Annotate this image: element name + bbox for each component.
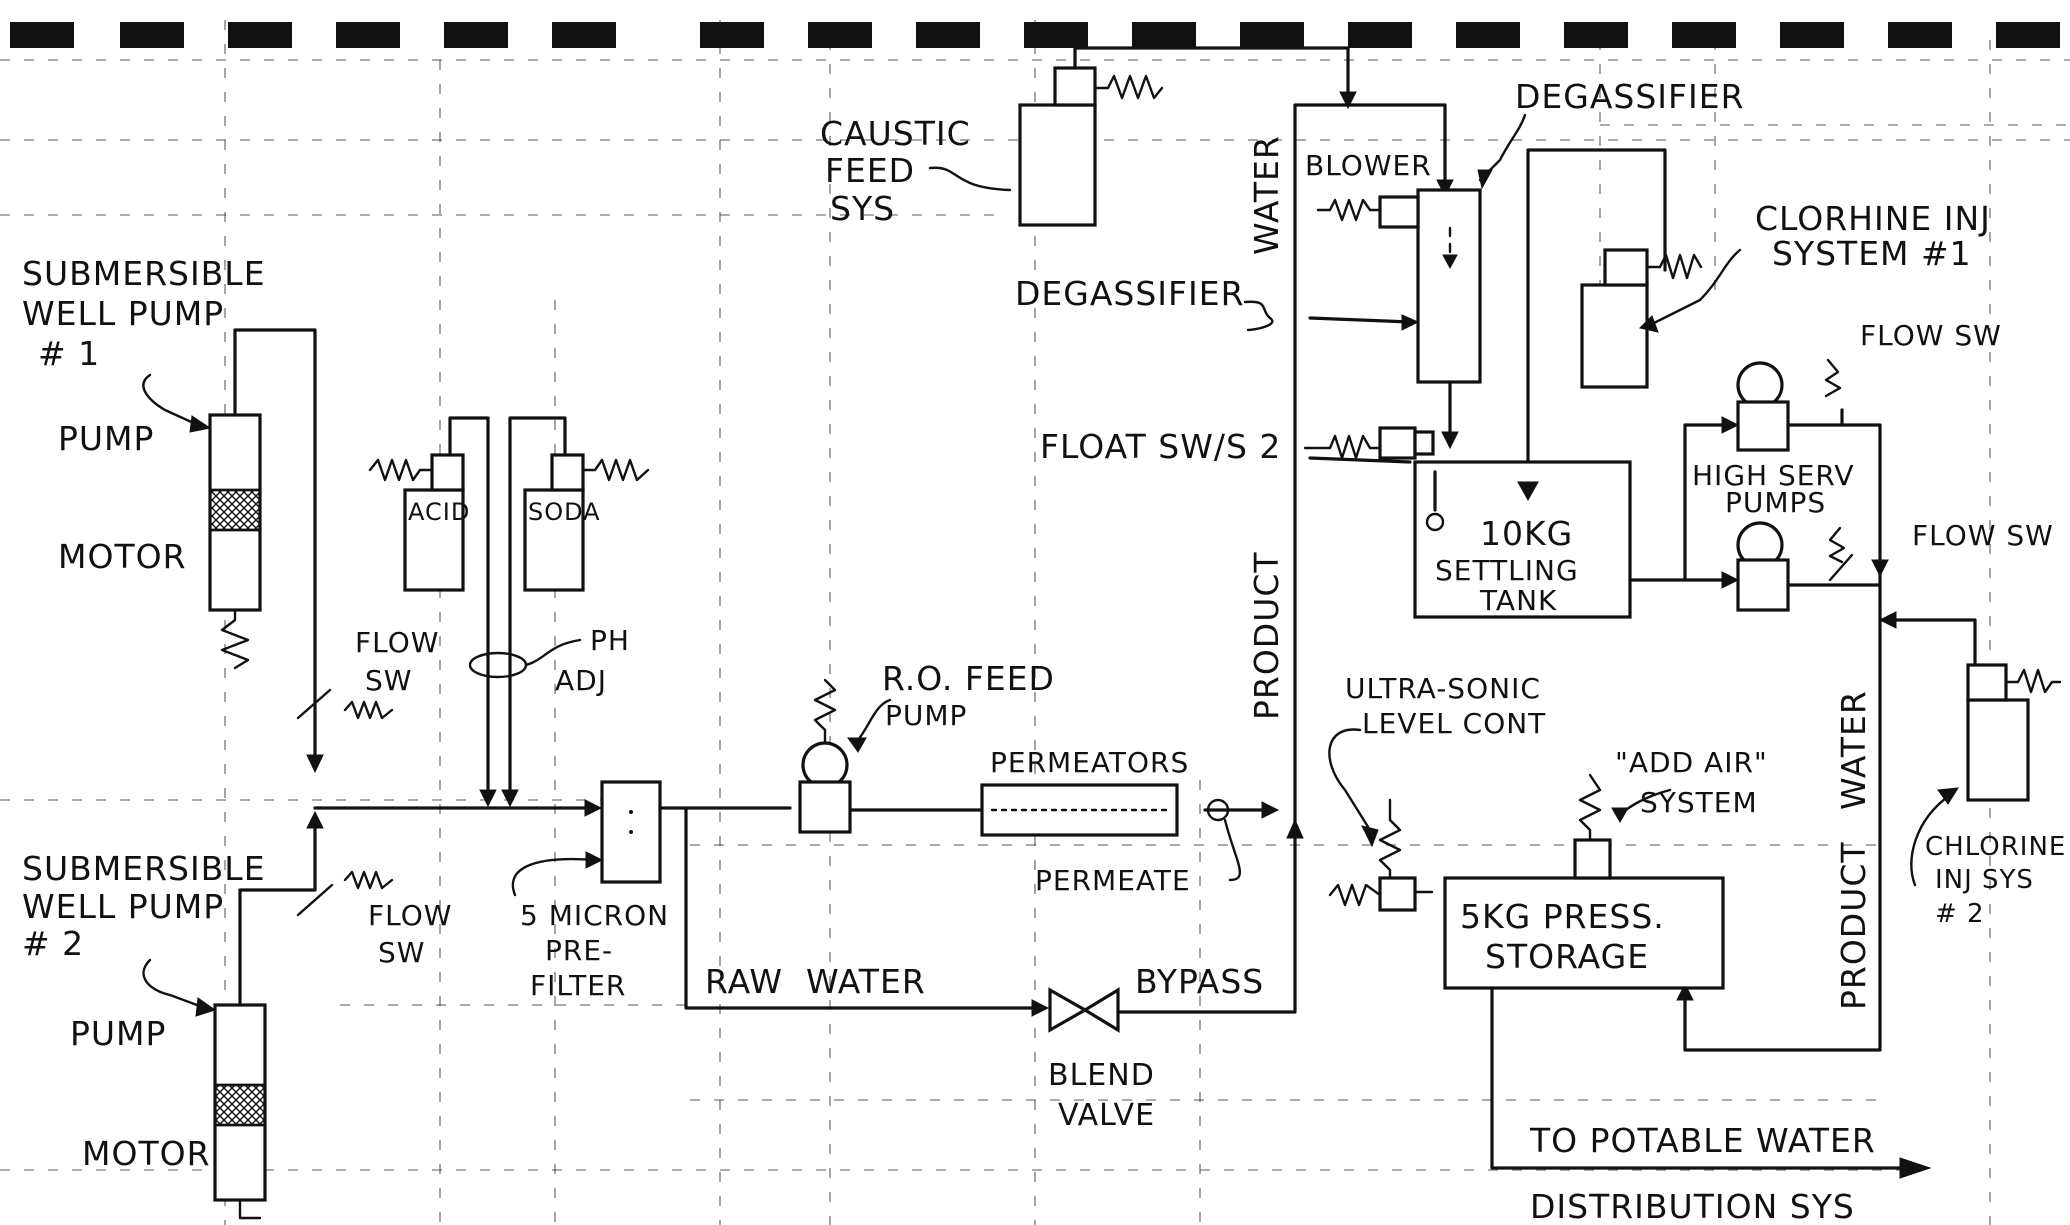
tank-10kg-label-3: TANK: [1479, 584, 1557, 617]
caustic-feed-label-1: CAUSTIC: [820, 114, 971, 153]
degassifier: [1308, 113, 1527, 450]
caustic-pointer: [928, 166, 1012, 192]
float-switches-label: FLOAT SW/S 2: [1040, 427, 1281, 466]
storage-label-2: STORAGE: [1485, 937, 1649, 976]
submersible-pump-1: [142, 328, 394, 774]
float-switch: [1303, 426, 1435, 464]
soda-label: SODA: [528, 498, 601, 526]
add-air-label-2: SYSTEM: [1640, 786, 1758, 819]
sub-pump-1-label-2: WELL PUMP: [22, 294, 224, 333]
bypass-label: BYPASS: [1135, 962, 1264, 1001]
settling-tank: [1413, 148, 1667, 619]
ph-adjust-marker: [468, 638, 582, 679]
add-air-label-1: "ADD AIR": [1615, 746, 1768, 779]
degassifier-left-label: DEGASSIFIER: [1015, 274, 1245, 313]
high-service-pumps: [1628, 358, 1882, 612]
sub-pump-2-label-2: WELL PUMP: [22, 887, 224, 926]
prefilter-label-3: FILTER: [530, 969, 626, 1002]
tank-10kg-label-1: 10KG: [1480, 514, 1573, 553]
high-serv-label-1: HIGH SERV: [1692, 459, 1855, 492]
prefilter-label-1: 5 MICRON: [520, 899, 669, 932]
product-water-left-label-2: WATER: [1247, 135, 1286, 255]
storage-label-1: 5KG PRESS.: [1460, 897, 1665, 936]
blend-valve-label-2: VALVE: [1058, 1098, 1155, 1133]
labels: CAUSTIC FEED SYS DEGASSIFIER BLOWER DEGA…: [22, 77, 2066, 1225]
micron-prefilter: [511, 780, 662, 897]
chlorine-injection-2: [1910, 663, 2062, 887]
ph-adj-label-1: PH: [590, 624, 630, 657]
clorhine-label-2: SYSTEM #1: [1772, 234, 1972, 273]
pump-2-label: PUMP: [70, 1014, 166, 1053]
flow-sw-1-label-a: FLOW: [355, 626, 439, 659]
chlorine-2-label-3: # 2: [1935, 899, 1985, 929]
product-water-right-label-2: WATER: [1834, 690, 1873, 810]
blower-label: BLOWER: [1305, 149, 1432, 182]
main-feed-line: [313, 799, 1304, 839]
sub-pump-2-label-3: # 2: [22, 924, 84, 963]
caustic-feed-label-2: FEED: [825, 151, 915, 190]
permeators-label: PERMEATORS: [990, 746, 1189, 779]
flow-sw-right-label: FLOW SW: [1912, 519, 2054, 552]
caustic-feed-label-3: SYS: [830, 189, 895, 228]
blend-valve: [1048, 987, 1120, 1033]
flow-sw-2-label-a: FLOW: [368, 899, 452, 932]
pressure-storage-tank: [1443, 773, 1932, 1179]
raw-water-label: RAW WATER: [705, 962, 926, 1001]
degassifier-top-label: DEGASSIFIER: [1515, 77, 1745, 116]
high-serv-label-2: PUMPS: [1725, 486, 1826, 519]
caustic-feed-system: [1018, 46, 1357, 227]
chlorine-injection-1: [1580, 248, 1742, 389]
submersible-pump-2: [142, 810, 394, 1220]
ro-feed-label-2: PUMP: [885, 699, 967, 732]
ultra-sonic-label-2: LEVEL CONT: [1362, 707, 1546, 740]
sub-pump-1-label-3: # 1: [38, 334, 100, 373]
tank-10kg-label-2: SETTLING: [1435, 554, 1579, 587]
chlorine-2-label-2: INJ SYS: [1935, 865, 2034, 895]
product-water-right-label-1: PRODUCT: [1834, 841, 1873, 1010]
flow-sw-2-label-b: SW: [378, 936, 425, 969]
permeate-label: PERMEATE: [1035, 864, 1191, 897]
soda-feed-tank: [501, 416, 650, 808]
product-water-left-label-1: PRODUCT: [1247, 551, 1286, 720]
top-dashed-border: [10, 22, 2060, 48]
to-potable-label-1: TO POTABLE WATER: [1529, 1121, 1876, 1160]
clorhine-label-1: CLORHINE INJ: [1755, 199, 1991, 238]
acid-label: ACID: [408, 498, 470, 526]
raw-water-bypass: [684, 806, 1297, 1017]
motor-1-label: MOTOR: [58, 537, 187, 576]
motor-2-label: MOTOR: [82, 1134, 211, 1173]
sub-pump-2-label-1: SUBMERSIBLE: [22, 849, 266, 888]
acid-feed-tank: [368, 416, 497, 808]
ultra-sonic-level-control: [1328, 728, 1434, 912]
flow-sw-1-label-b: SW: [365, 664, 412, 697]
blend-valve-label-1: BLEND: [1048, 1058, 1155, 1093]
product-water-return: [1676, 423, 1977, 1052]
product-water-riser: [1293, 103, 1454, 1012]
chlorine-2-label-1: CHLORINE: [1925, 832, 2066, 862]
ro-feed-pump: [798, 678, 892, 834]
pump-1-label: PUMP: [58, 419, 154, 458]
degassifier-squiggle: [1243, 300, 1274, 332]
to-potable-label-2: DISTRIBUTION SYS: [1530, 1187, 1855, 1225]
ph-adj-label-2: ADJ: [555, 664, 607, 697]
flow-sw-upper-label: FLOW SW: [1860, 319, 2002, 352]
ro-feed-label-1: R.O. FEED: [882, 659, 1055, 698]
prefilter-label-2: PRE-: [545, 934, 613, 967]
sub-pump-1-label-1: SUBMERSIBLE: [22, 254, 266, 293]
ultra-sonic-label-1: ULTRA-SONIC: [1345, 672, 1541, 705]
permeators: [980, 783, 1241, 882]
